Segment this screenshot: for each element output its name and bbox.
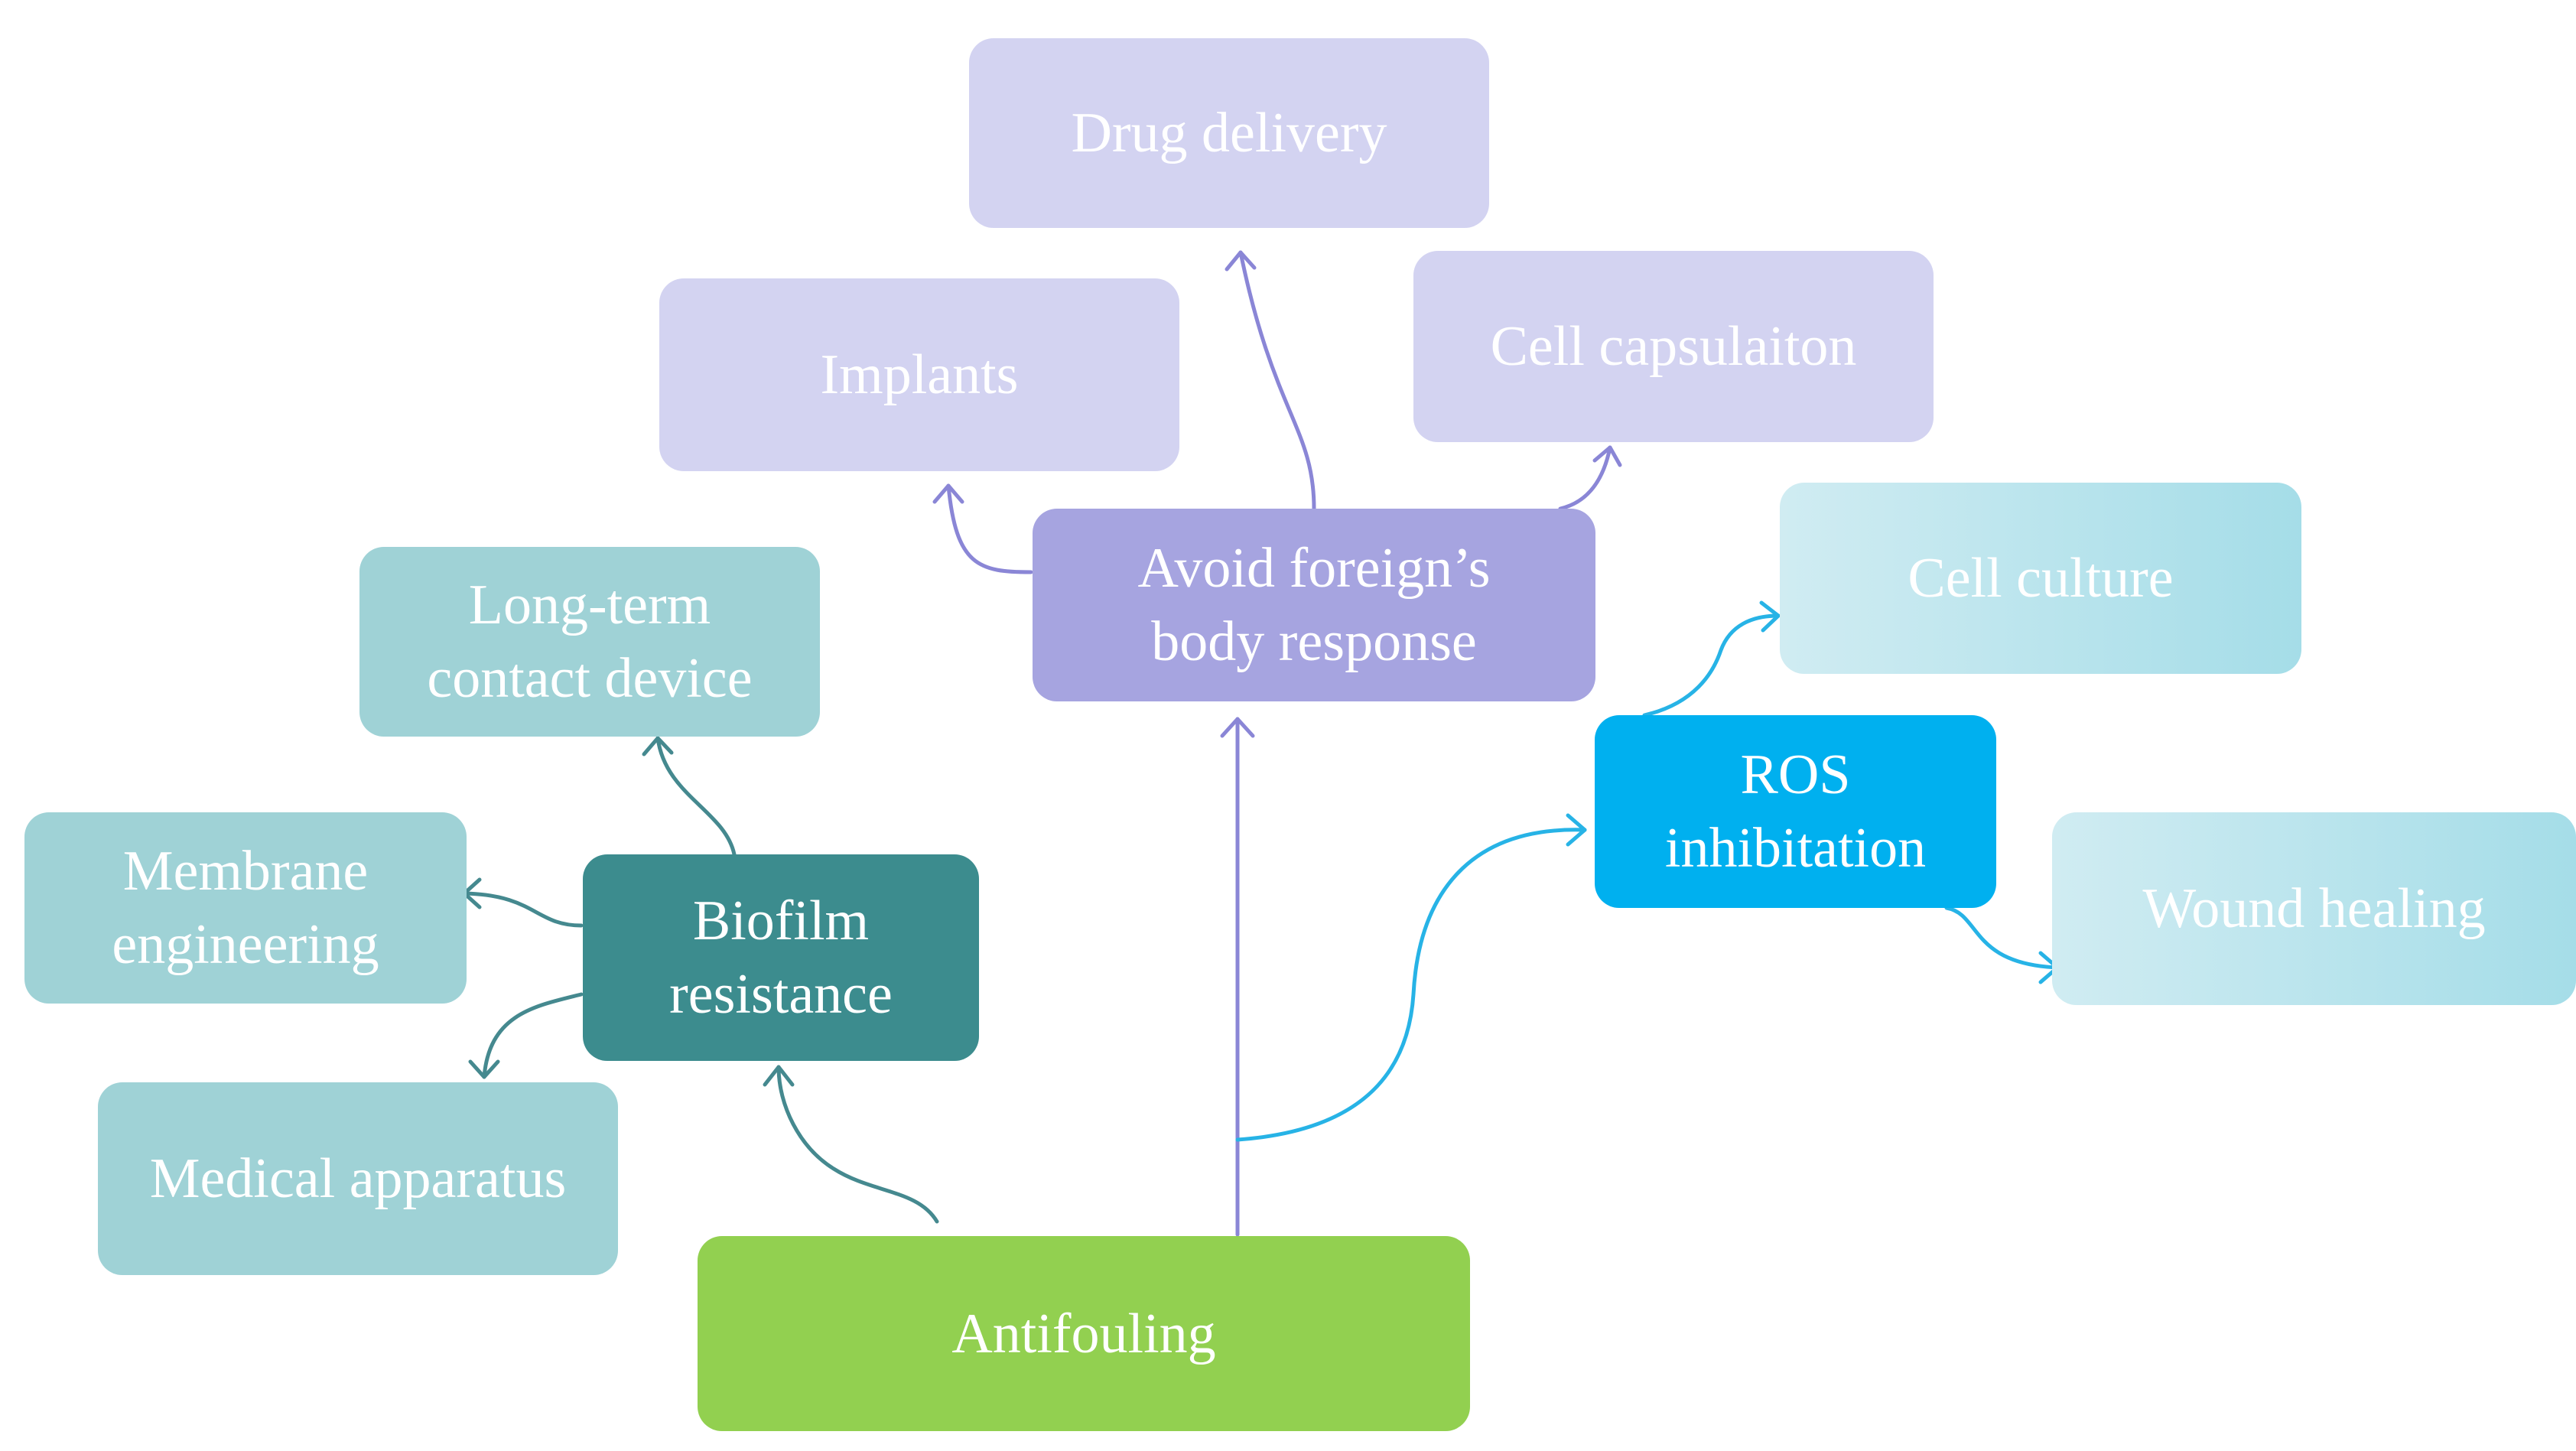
medical-apparatus-label: Medical apparatus <box>149 1147 567 1210</box>
arrowhead-drug <box>1225 250 1257 272</box>
implants-node: Implants <box>659 278 1179 471</box>
ros-inhibitation-line1: ROS <box>1740 743 1851 806</box>
drug-delivery-node: Drug delivery <box>969 38 1489 228</box>
antifouling-node: Antifouling <box>698 1236 1470 1431</box>
biofilm-resistance-node: Biofilm resistance <box>583 854 979 1061</box>
cell-culture-node: Cell culture <box>1780 483 2301 674</box>
biofilm-resistance-line1: Biofilm <box>692 890 870 952</box>
implants-label: Implants <box>820 343 1019 406</box>
edge-antifouling-to-ros <box>1235 828 1587 1142</box>
long-term-contact-line2: contact device <box>427 647 753 710</box>
cell-culture-label: Cell culture <box>1908 547 2174 610</box>
ros-inhibitation-node: ROS inhibitation <box>1595 715 1996 908</box>
avoid-foreign-body-node: Avoid foreign’s body response <box>1033 509 1595 701</box>
arrowhead-capsulation <box>1592 445 1622 467</box>
edge-ros-to-wound-healing <box>1944 906 2060 970</box>
edge-biofilm-to-membrane <box>462 891 584 928</box>
arrowhead-biofilm <box>763 1065 795 1087</box>
biofilm-resistance-line2: resistance <box>669 963 893 1026</box>
arrowhead-foreign-body <box>1220 717 1255 738</box>
wound-healing-label: Wound healing <box>2142 877 2486 940</box>
avoid-foreign-body-line1: Avoid foreign’s <box>1137 537 1491 600</box>
edge-foreign-body-to-implants <box>946 483 1033 574</box>
membrane-engineering-line2: engineering <box>112 913 379 976</box>
medical-apparatus-node: Medical apparatus <box>98 1082 618 1275</box>
edge-ros-to-cell-culture <box>1642 613 1781 717</box>
cell-capsulation-label: Cell capsulaiton <box>1490 315 1857 378</box>
cell-capsulation-node: Cell capsulaiton <box>1413 251 1934 442</box>
wound-healing-node: Wound healing <box>2052 812 2576 1005</box>
edge-antifouling-to-biofilm <box>776 1065 939 1224</box>
long-term-contact-line1: Long-term <box>468 574 711 636</box>
long-term-contact-node: Long-term contact device <box>359 547 820 737</box>
arrowhead-ros <box>1566 813 1587 847</box>
edge-foreign-body-to-drug <box>1238 250 1316 511</box>
edge-biofilm-to-medical <box>482 992 584 1079</box>
membrane-engineering-line1: Membrane <box>122 840 369 903</box>
arrowhead-cell-culture <box>1759 600 1781 633</box>
arrowhead-long-term <box>642 736 674 756</box>
edge-foreign-body-to-capsulation <box>1558 445 1612 511</box>
avoid-foreign-body-line2: body response <box>1151 610 1477 673</box>
antifouling-label: Antifouling <box>951 1302 1216 1365</box>
membrane-engineering-node: Membrane engineering <box>24 812 467 1004</box>
edge-biofilm-to-long-term <box>655 736 737 857</box>
arrowhead-medical <box>468 1059 500 1079</box>
ros-inhibitation-line2: inhibitation <box>1664 817 1927 880</box>
arrowhead-implants <box>932 483 964 504</box>
drug-delivery-label: Drug delivery <box>1071 102 1387 164</box>
